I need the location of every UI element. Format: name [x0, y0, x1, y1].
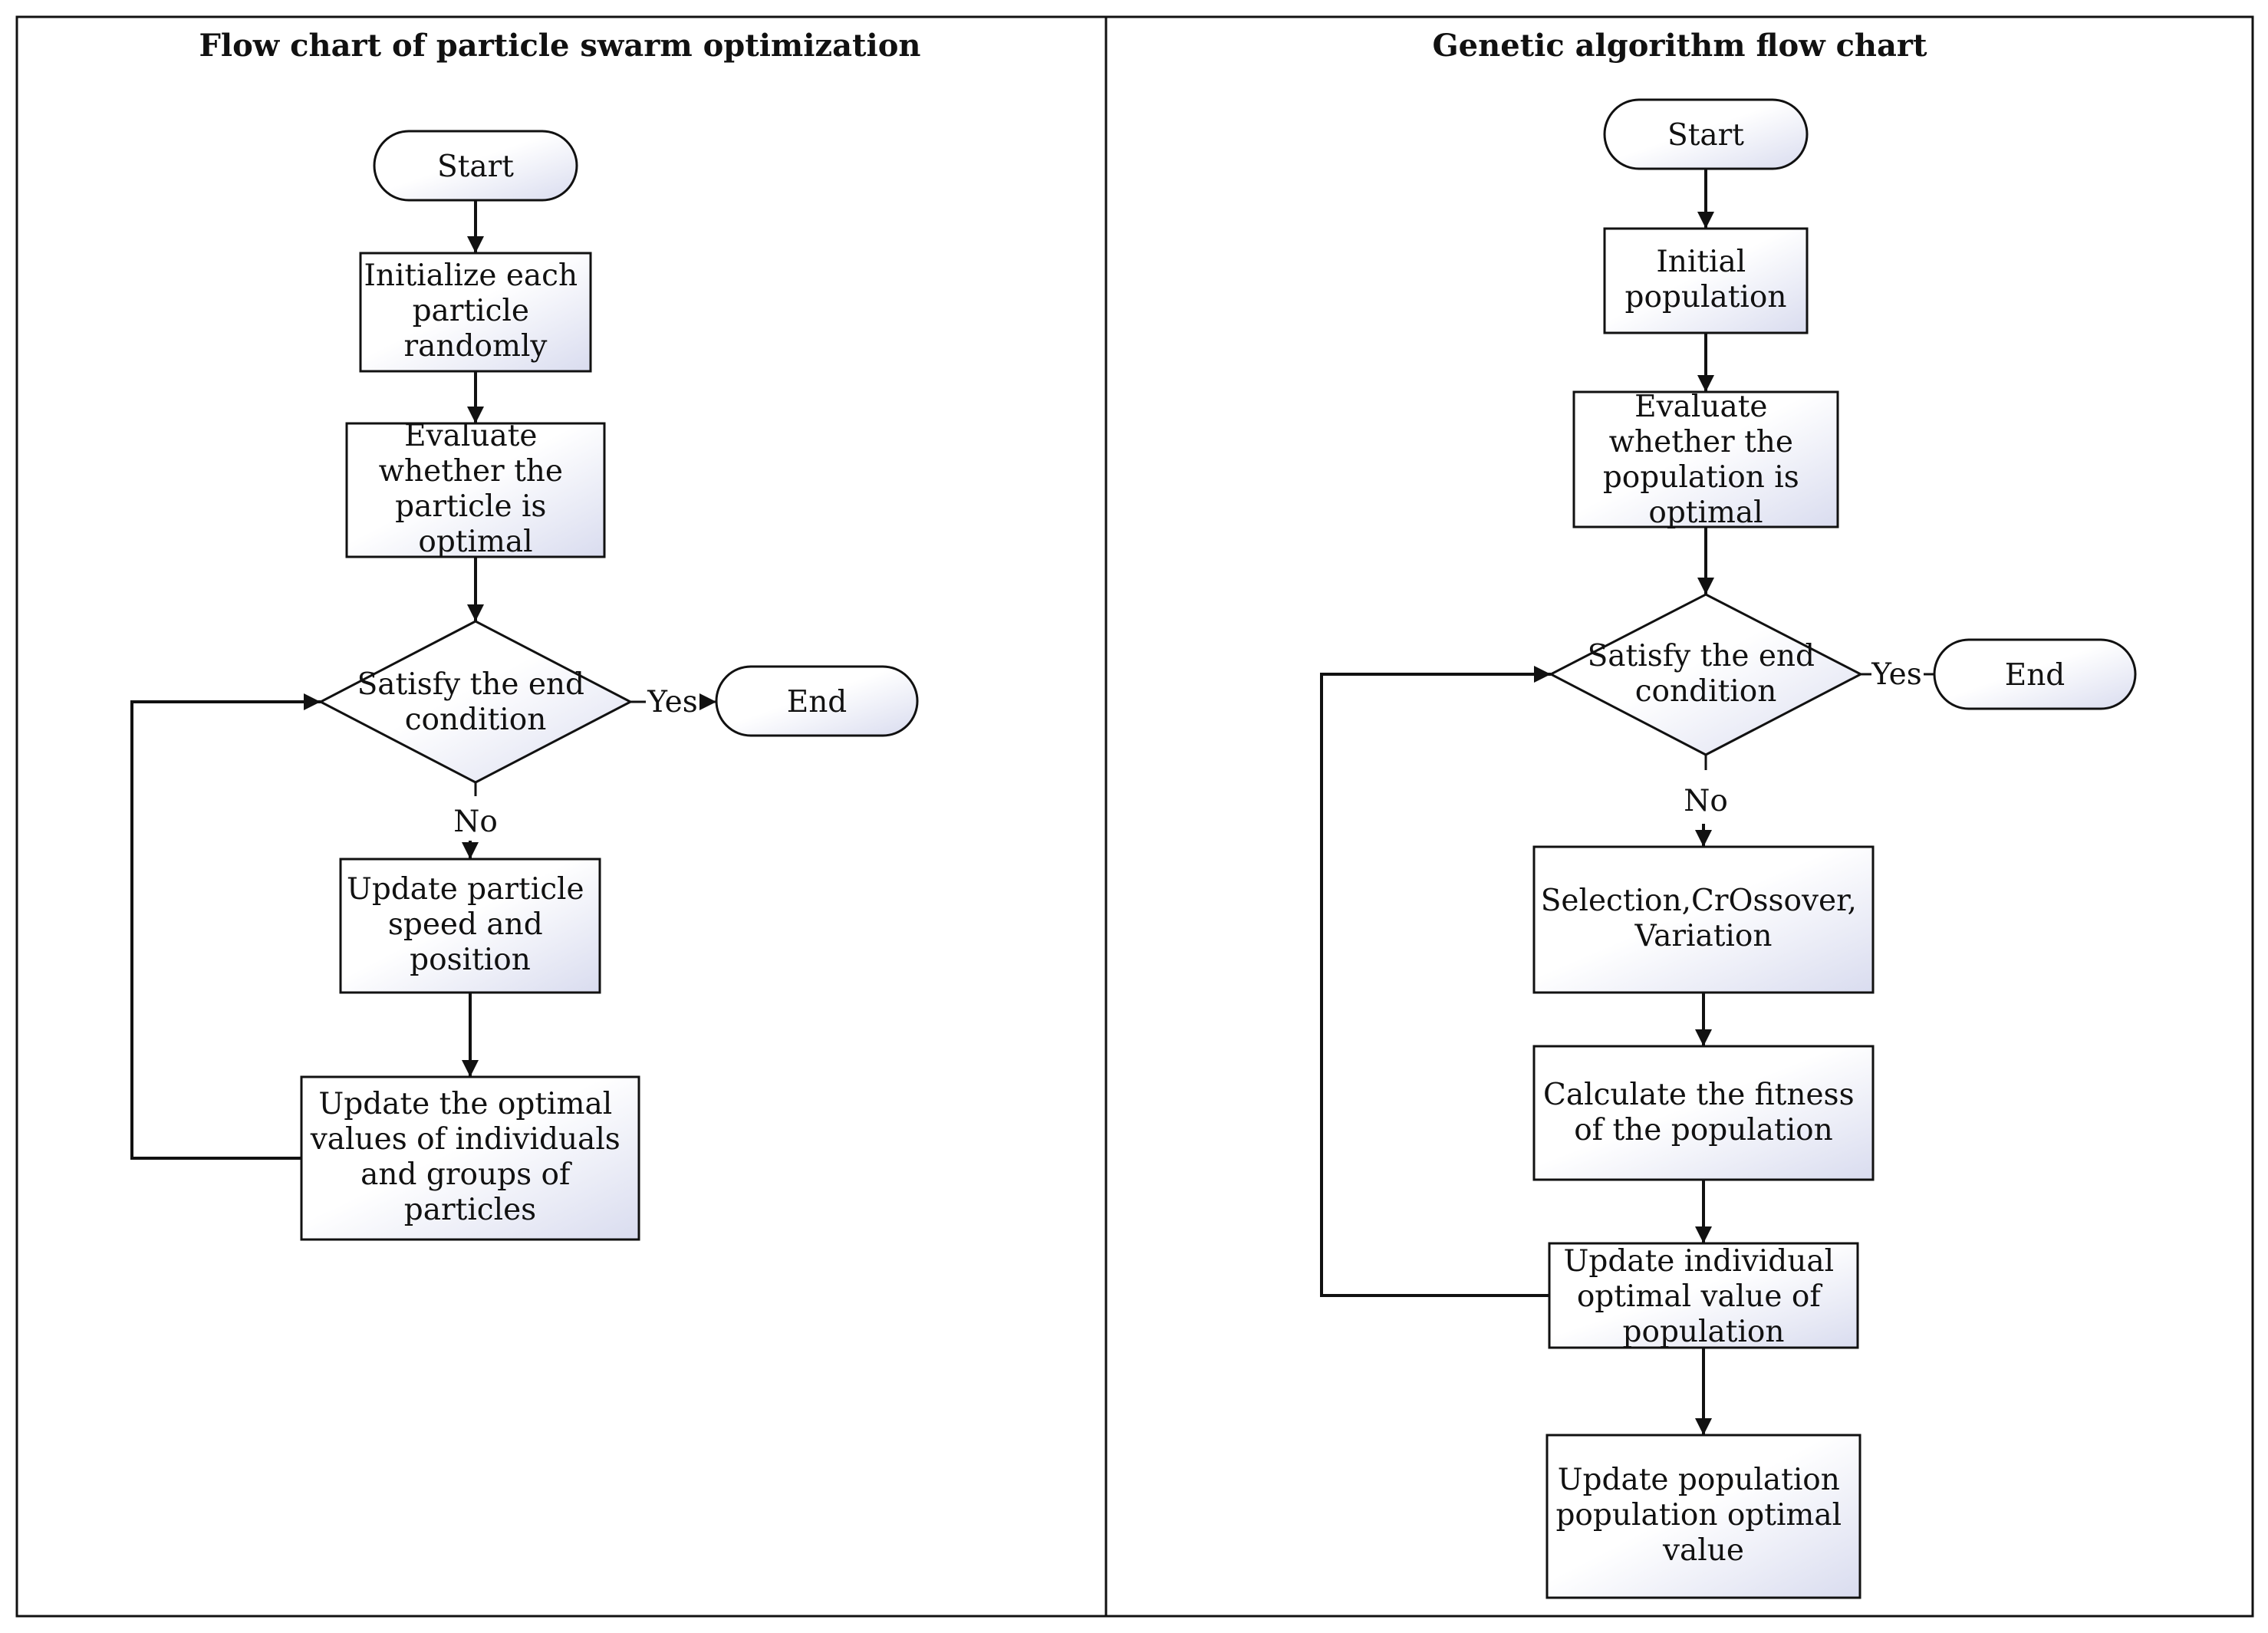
ga-fitness-label: Calculate the fitness of the population: [1543, 1078, 1864, 1147]
pso-evaluate-label: Evaluate whether the particle is optimal: [379, 419, 573, 559]
ga-selection-node: [1532, 845, 1875, 994]
ga-no-label: No: [1684, 784, 1728, 818]
ga-flowchart: Genetic algorithm flow chart Start Initi…: [1320, 28, 2137, 1599]
pso-init-node: [359, 252, 592, 373]
ga-yes-label: Yes: [1871, 657, 1921, 692]
ga-decision-label: Satisfy the end condition: [1588, 639, 1825, 709]
ga-update-population-node: [1545, 1434, 1861, 1599]
ga-evaluate-node: [1572, 390, 1839, 528]
pso-end-label: End: [787, 685, 848, 719]
ga-init-label: Initial population: [1625, 245, 1787, 314]
pso-decision-label: Satisfy the end condition: [357, 667, 594, 737]
pso-flowchart: Flow chart of particle swarm optimizatio…: [130, 28, 921, 1241]
ga-edge-loop-back: [1320, 666, 1551, 1297]
ga-title: Genetic algorithm flow chart: [1433, 28, 1927, 64]
pso-evaluate-node: [345, 422, 606, 558]
pso-yes-label: Yes: [647, 685, 697, 719]
outer-frame: [15, 15, 2254, 1618]
pso-start-label: Start: [437, 150, 514, 184]
pso-edge-loop-back: [130, 693, 321, 1160]
pso-no-label: No: [453, 805, 498, 839]
ga-update-individual-node: [1548, 1242, 1859, 1349]
pso-title: Flow chart of particle swarm optimizatio…: [199, 28, 921, 64]
pso-update-optimal-label: Update the optimal values of individuals…: [310, 1087, 630, 1227]
ga-evaluate-label: Evaluate whether the population is optim…: [1603, 390, 1809, 530]
ga-update-population-label: Update population population optimal val…: [1555, 1463, 1851, 1568]
ga-end-label: End: [2005, 658, 2066, 693]
ga-update-individual-label: Update individual optimal value of popul…: [1564, 1244, 1844, 1349]
pso-init-label: Initialize each particle randomly: [364, 258, 587, 364]
ga-fitness-node: [1532, 1045, 1875, 1181]
pso-update-speed-label: Update particle speed and position: [347, 872, 594, 977]
pso-update-optimal-node: [300, 1075, 640, 1241]
ga-selection-label: Selection,CrOssover, Variation: [1541, 884, 1867, 953]
ga-start-label: Start: [1667, 118, 1744, 153]
pso-decision-node: [318, 620, 634, 784]
